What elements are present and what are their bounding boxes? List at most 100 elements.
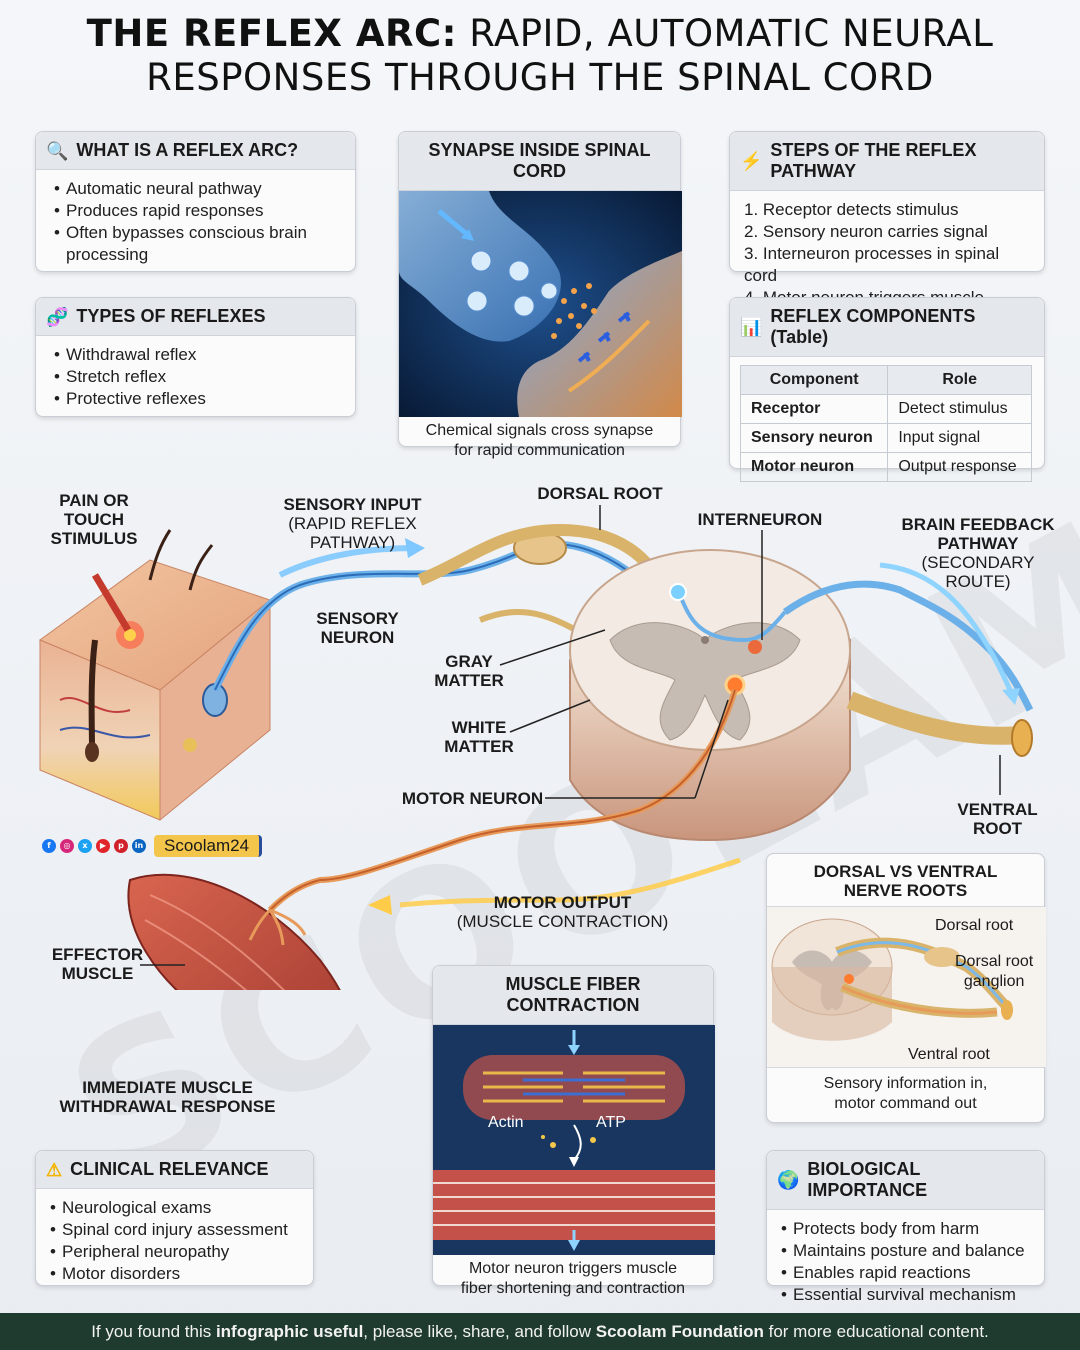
social-links: f ◎ x ▶ p in Scoolam24 [42,835,263,857]
list-item: Spinal cord injury assessment [50,1219,299,1241]
table-cell: Output response [887,452,1032,482]
types-heading: 🧬 TYPES OF REFLEXES [36,298,355,336]
dna-icon: 🧬 [46,306,69,327]
muscle-fiber-title: MUSCLE FIBER CONTRACTION [505,974,641,1015]
types-list: Withdrawal reflex Stretch reflex Protect… [36,336,355,416]
warning-icon: ⚠ [46,1159,63,1180]
youtube-icon[interactable]: ▶ [96,839,110,853]
table-cell: Sensory neuron [739,423,889,453]
components-table: Component Role Receptor Detect stimulus … [739,365,1032,482]
muscle-fiber-heading: MUSCLE FIBER CONTRACTION [433,966,713,1025]
types-card: 🧬 TYPES OF REFLEXES Withdrawal reflex St… [35,297,356,417]
list-item: Motor disorders [50,1263,299,1285]
caption-line: Motor neuron triggers muscle [468,1260,678,1277]
synapse-caption-line: for rapid communication [454,442,625,459]
label-line: STIMULUS [50,529,138,548]
list-item: Peripheral neuropathy [50,1241,299,1263]
synapse-illustration [399,191,682,417]
social-handle[interactable]: Scoolam24 [154,835,263,857]
table-cell: Motor neuron [739,452,889,482]
effector-muscle [127,873,341,990]
table-cell: Input signal [887,423,1032,453]
ganglion-shape [924,947,960,967]
components-title: REFLEX COMPONENTS (Table) [770,306,976,347]
components-heading: 📊 REFLEX COMPONENTS (Table) [730,298,1044,357]
vesicle [513,295,535,317]
table-header-row: Component Role [739,365,1032,395]
what-is-card: 🔍 WHAT IS A REFLEX ARC? Automatic neural… [35,131,356,272]
arrow-icon [437,209,471,238]
x-icon[interactable]: x [78,839,92,853]
ventral-root-mini-label: Ventral root [908,1046,990,1063]
bio-list: Protects body from harm Maintains postur… [767,1210,1044,1312]
what-is-heading: 🔍 WHAT IS A REFLEX ARC? [36,132,355,170]
effector-muscle-label: EFFECTOR MUSCLE [50,945,145,983]
sensory-neuron-label: SENSORY NEURON [310,609,405,647]
list-item: Withdrawal reflex [54,344,341,366]
roots-caption: Sensory information in, motor command ou… [767,1067,1044,1118]
footer-bold: infographic useful [215,1322,364,1341]
list-item: Stretch reflex [54,366,341,388]
spinal-cord [569,549,851,842]
what-is-list: Automatic neural pathway Produces rapid … [36,170,355,272]
label-line: Dorsal root [955,953,1034,970]
skin-block [38,529,272,822]
steps-heading: ⚡ STEPS OF THE REFLEX PATHWAY [730,132,1044,191]
list-item: Protective reflexes [54,388,341,410]
sensory-arrow [278,545,416,578]
label-line: MOTOR OUTPUT [493,893,632,912]
motor-arrow [399,857,741,908]
footer-text: , please like, share, and follow [363,1322,596,1341]
label-line: PATHWAY [937,534,1019,553]
motor-neuron-label: MOTOR NEURON [401,789,544,808]
reflex-arc-illustration [38,505,1034,990]
footer-banner: If you found this infographic useful, pl… [0,1313,1080,1350]
vesicle [470,250,492,272]
facebook-icon[interactable]: f [42,839,56,853]
synapse-card: SYNAPSE INSIDE SPINAL CORD [398,131,682,459]
synapse-caption-line: Chemical signals cross synapse [425,422,654,439]
table-row: Motor neuron Output response [739,452,1032,482]
clinical-card: ⚠ CLINICAL RELEVANCE Neurological exams … [35,1150,314,1286]
title-line2: RESPONSES THROUGH THE SPINAL CORD [146,56,934,99]
linkedin-icon[interactable]: in [132,839,146,853]
motor-output-label: MOTOR OUTPUT (MUSCLE CONTRACTION) [455,893,670,931]
label-line: IMMEDIATE MUSCLE [82,1078,253,1097]
title-line1: RAPID, AUTOMATIC NEURAL [469,12,994,55]
list-item: processing [66,245,149,264]
steps-card: ⚡ STEPS OF THE REFLEX PATHWAY 1. Recepto… [729,131,1045,329]
label-line: MUSCLE [61,964,134,983]
interneuron-node [748,640,762,654]
label-line: EFFECTOR [51,945,144,964]
table-cell: Detect stimulus [887,394,1032,424]
muscle-fiber-card: MUSCLE FIBER CONTRACTION Actin ATP Motor… [432,965,715,1297]
label-line: DORSAL VS VENTRAL [813,862,998,881]
roots-card: DORSAL VS VENTRAL NERVE ROOTS Dorsal roo… [766,853,1046,1123]
components-card: 📊 REFLEX COMPONENTS (Table) Component Ro… [729,297,1045,482]
page-title: THE REFLEX ARC: RAPID, AUTOMATIC NEURAL … [0,12,1080,100]
instagram-icon[interactable]: ◎ [60,839,74,853]
label-line: ROUTE) [945,572,1011,591]
bio-title: BIOLOGICAL IMPORTANCE [807,1159,928,1200]
atp-label: ATP [596,1114,626,1131]
list-item: Neurological exams [50,1197,299,1219]
label-line: SENSORY INPUT [283,495,422,514]
list-item: Produces rapid responses [54,200,341,222]
table-header: Role [887,365,1032,395]
list-item: Automatic neural pathway [54,178,341,200]
footer-text: If you found this [91,1322,216,1341]
footer-text: for more educational content. [763,1322,989,1341]
label-line: VENTRAL [957,800,1038,819]
label-line: GRAY [445,652,493,671]
list-item: Often bypasses conscious brain [54,222,341,244]
pinterest-icon[interactable]: p [114,839,128,853]
steps-title: STEPS OF THE REFLEX PATHWAY [770,140,977,181]
footer-link[interactable]: Scoolam Foundation [595,1322,764,1341]
dorsal-root-label: DORSAL ROOT [537,484,663,503]
dorsal-root-mini-label: Dorsal root [935,917,1014,934]
synapse-caption: Chemical signals cross synapse for rapid… [399,417,680,465]
label-line: WITHDRAWAL RESPONSE [59,1097,276,1116]
clinical-list: Neurological exams Spinal cord injury as… [36,1189,313,1291]
vesicle [466,290,488,312]
label-line: (SECONDARY [921,553,1035,572]
